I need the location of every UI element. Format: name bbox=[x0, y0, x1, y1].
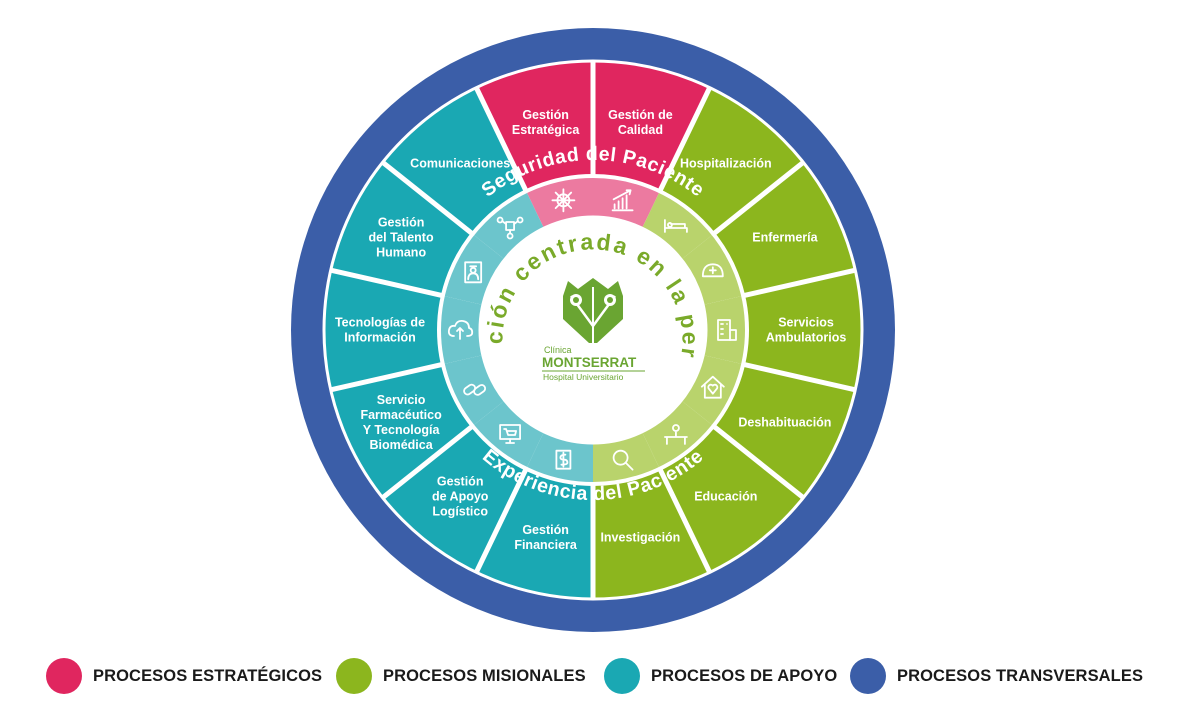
icon-cell-deshabituacion bbox=[680, 354, 744, 427]
segment-educacion bbox=[659, 426, 803, 572]
segment-label-line: Educación bbox=[694, 490, 757, 504]
segment-gestion-financiera bbox=[476, 468, 593, 598]
segment-label-line: Investigación bbox=[600, 531, 680, 545]
hospital-bed-icon bbox=[664, 219, 688, 233]
legend-swatch bbox=[336, 658, 372, 694]
segment-label-line: Gestión bbox=[437, 475, 484, 489]
segment-label-line: Gestión de bbox=[608, 108, 673, 122]
legend-item-apoyo: PROCESOS DE APOYO bbox=[604, 652, 837, 700]
logo-line3: Hospital Universitario bbox=[543, 372, 624, 382]
money-exchange-icon bbox=[555, 449, 572, 470]
network-icon bbox=[496, 216, 524, 240]
segment-label-hospitalizacion: Hospitalización bbox=[680, 156, 772, 170]
pills-icon bbox=[463, 383, 487, 396]
segment-hospitalizacion bbox=[659, 88, 803, 234]
legend-item-transversales: PROCESOS TRANSVERSALES bbox=[850, 652, 1143, 700]
segment-servicio-farmaceutico bbox=[331, 364, 473, 498]
segment-tecnologias-informacion bbox=[325, 270, 443, 390]
segment-label-line: del Talento bbox=[369, 231, 434, 245]
segment-gestion-de-calidad bbox=[593, 62, 710, 192]
nurse-cap-icon bbox=[701, 263, 724, 278]
segment-comunicaciones bbox=[383, 88, 527, 234]
legend-label: PROCESOS TRANSVERSALES bbox=[897, 666, 1144, 685]
segment-label-line: Financiera bbox=[514, 538, 578, 552]
segment-deshabituacion bbox=[713, 364, 855, 498]
segment-label-line: Enfermería bbox=[752, 231, 818, 245]
segment-label-line: Ambulatorios bbox=[766, 331, 847, 345]
segment-gestion-talento-humano bbox=[331, 162, 473, 296]
legend-swatch bbox=[604, 658, 640, 694]
icon-cell-educacion bbox=[641, 399, 714, 469]
segment-label-line: Gestión bbox=[522, 523, 569, 537]
icon-cell-hospitalizacion bbox=[641, 191, 714, 261]
legend: PROCESOS ESTRATÉGICOS PROCESOS MISIONALE… bbox=[0, 652, 1183, 700]
segment-label-line: Deshabituación bbox=[738, 415, 831, 429]
cloud-upload-icon bbox=[447, 319, 474, 340]
legend-label: PROCESOS MISIONALES bbox=[383, 666, 586, 685]
segment-label-line: Gestión bbox=[522, 108, 569, 122]
logo-line1: Clínica bbox=[544, 345, 572, 355]
segment-label-line: Tecnologías de bbox=[335, 316, 425, 330]
segment-label-line: Biomédica bbox=[369, 438, 433, 452]
magnifier-icon bbox=[612, 449, 634, 471]
logo-emblem-icon bbox=[563, 278, 623, 343]
legend-label: PROCESOS ESTRATÉGICOS bbox=[93, 666, 323, 685]
segment-label-line: Servicios bbox=[778, 316, 834, 330]
segment-label-line: Comunicaciones bbox=[410, 156, 510, 170]
segment-label-line: Servicio bbox=[377, 393, 426, 407]
segment-label-line: Información bbox=[344, 331, 416, 345]
segment-label-line: Logístico bbox=[432, 505, 488, 519]
core-border bbox=[478, 215, 708, 445]
teacher-desk-icon bbox=[664, 424, 688, 445]
ship-wheel-icon bbox=[551, 188, 576, 213]
segment-gestion-apoyo-logistico bbox=[383, 426, 527, 572]
segment-gestion-estrategica bbox=[476, 62, 593, 192]
segment-investigacion bbox=[593, 468, 710, 598]
segment-label-line: Gestión bbox=[378, 216, 425, 230]
house-heart-icon bbox=[700, 375, 725, 399]
segment-label-line: de Apoyo bbox=[432, 490, 489, 504]
icon-cell-gestion-talento-humano bbox=[442, 233, 506, 306]
icon-ring-border bbox=[437, 174, 749, 486]
segment-label-comunicaciones: Comunicaciones bbox=[410, 156, 510, 170]
id-badge-icon bbox=[464, 261, 483, 284]
icon-cell-gestion-estrategica bbox=[526, 176, 593, 230]
segment-label-line: Humano bbox=[376, 246, 426, 260]
segments-outer-border bbox=[322, 59, 864, 601]
segment-label-deshabituacion: Deshabituación bbox=[738, 415, 831, 429]
segment-label-line: Estratégica bbox=[512, 123, 580, 137]
segment-label-line: Y Tecnología bbox=[363, 423, 441, 437]
legend-item-misionales: PROCESOS MISIONALES bbox=[336, 652, 586, 700]
segment-label-line: Farmacéutico bbox=[360, 408, 442, 422]
legend-label: PROCESOS DE APOYO bbox=[651, 666, 838, 685]
icon-cell-comunicaciones bbox=[472, 191, 545, 261]
legend-item-estrategicos: PROCESOS ESTRATÉGICOS bbox=[46, 652, 322, 700]
segment-servicios-ambulatorios bbox=[743, 270, 861, 390]
segment-label-investigacion: Investigación bbox=[600, 531, 680, 545]
segment-label-line: Calidad bbox=[618, 123, 663, 137]
segment-label-educacion: Educación bbox=[694, 490, 757, 504]
clinic-logo: Clínica MONTSERRAT Hospital Universitari… bbox=[542, 278, 645, 382]
icon-cell-investigacion bbox=[593, 430, 660, 484]
growth-chart-icon bbox=[611, 189, 634, 212]
segment-enfermeria bbox=[713, 162, 855, 296]
icon-cell-servicios-ambulatorios bbox=[702, 295, 748, 365]
segment-label-enfermeria: Enfermería bbox=[752, 231, 818, 245]
legend-swatch bbox=[46, 658, 82, 694]
logo-line2: MONTSERRAT bbox=[542, 355, 637, 370]
building-icon bbox=[717, 319, 737, 341]
process-wheel: Seguridad del Paciente Experiencia del P… bbox=[0, 0, 895, 632]
cart-monitor-icon bbox=[499, 424, 521, 444]
segment-label-line: Hospitalización bbox=[680, 156, 772, 170]
legend-swatch bbox=[850, 658, 886, 694]
